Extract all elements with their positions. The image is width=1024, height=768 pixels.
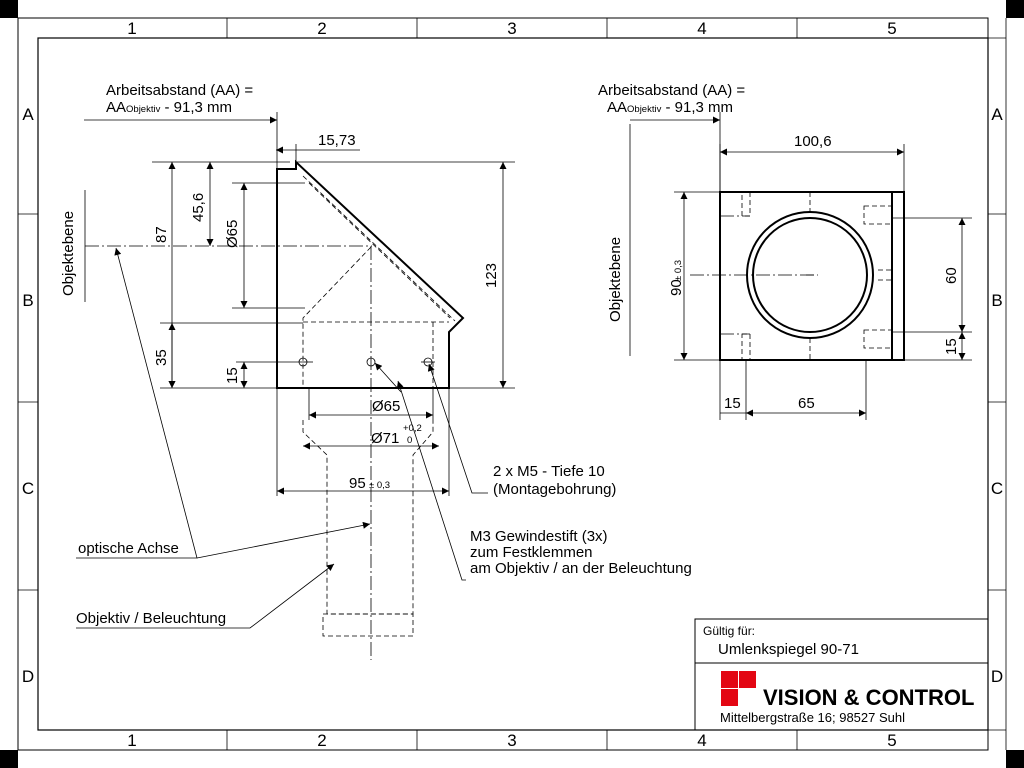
title-block: Gültig für: Umlenkspiegel 90-71 VISION &… xyxy=(694,618,989,731)
dim-15-bottom: 15 xyxy=(724,395,741,412)
dim-35: 35 xyxy=(153,349,170,366)
dim-65-bore: Ø65 xyxy=(372,398,400,415)
company-address: Mittelbergstraße 16; 98527 Suhl xyxy=(720,710,905,725)
working-distance-label: Arbeitsabstand (AA) = xyxy=(598,82,745,99)
valid-for-label: Gültig für: xyxy=(703,624,755,638)
working-distance-formula: AAObjektiv - 91,3 mm xyxy=(106,99,232,116)
row-label: D xyxy=(22,667,34,686)
dim-15-right: 15 xyxy=(943,338,960,355)
dim-45-6: 45,6 xyxy=(190,193,207,222)
column-label: 4 xyxy=(697,19,706,38)
callout-m5-line2: (Montagebohrung) xyxy=(493,481,616,498)
column-label: 1 xyxy=(127,731,136,750)
mirror-hidden-line xyxy=(302,175,456,322)
column-label: 5 xyxy=(887,731,896,750)
mirror-body-outline xyxy=(276,159,465,389)
row-label: A xyxy=(991,105,1003,124)
row-label: C xyxy=(22,479,34,498)
working-distance-formula: AAObjektiv - 91,3 mm xyxy=(607,99,733,116)
side-view: Arbeitsabstand (AA) = AAObjektiv - 91,3 … xyxy=(60,82,692,660)
dim-71-bore: Ø71 xyxy=(371,430,399,447)
lens-outline xyxy=(302,420,434,615)
dim-65-front: 65 xyxy=(798,395,815,412)
working-distance-label: Arbeitsabstand (AA) = xyxy=(106,82,253,99)
column-label: 2 xyxy=(317,19,326,38)
column-label: 3 xyxy=(507,19,516,38)
front-view: Arbeitsabstand (AA) = AAObjektiv - 91,3 … xyxy=(598,82,972,420)
dim-95-tol: ± 0,3 xyxy=(369,480,390,491)
callout-m3-line2: zum Festklemmen xyxy=(470,544,593,561)
column-label: 4 xyxy=(697,731,706,750)
column-label: 3 xyxy=(507,731,516,750)
dim-71-tol-upper: +0,2 xyxy=(403,423,422,434)
object-plane-label: Objektebene xyxy=(607,237,624,322)
callout-optical-axis: optische Achse xyxy=(78,540,179,557)
dim-60: 60 xyxy=(943,267,960,284)
dim-95: 95 xyxy=(349,475,366,492)
row-label: D xyxy=(991,667,1003,686)
callout-lens-illumination: Objektiv / Beleuchtung xyxy=(76,610,226,627)
callout-m5-line1: 2 x M5 - Tiefe 10 xyxy=(493,463,605,480)
dim-71-tol-lower: 0 xyxy=(407,435,412,446)
column-label: 1 xyxy=(127,19,136,38)
object-plane-label: Objektebene xyxy=(60,211,77,296)
dim-100-6: 100,6 xyxy=(794,133,832,150)
dim-90: 90 xyxy=(668,279,685,296)
row-label: B xyxy=(22,291,33,310)
callout-m3-line3: am Objektiv / an der Beleuchtung xyxy=(470,560,692,577)
column-label: 5 xyxy=(887,19,896,38)
dim-90-tol: ± 0,3 xyxy=(673,260,684,281)
dim-123: 123 xyxy=(483,263,500,288)
front-body-outline xyxy=(719,191,905,361)
column-label: 2 xyxy=(317,731,326,750)
company-logo xyxy=(721,671,756,706)
row-label: B xyxy=(991,291,1002,310)
product-name: Umlenkspiegel 90-71 xyxy=(718,641,859,658)
dim-15-side: 15 xyxy=(224,367,241,384)
row-label: C xyxy=(991,479,1003,498)
company-name: VISION & CONTROL xyxy=(763,685,974,710)
dim-15-73: 15,73 xyxy=(318,132,356,149)
callout-m3-line1: M3 Gewindestift (3x) xyxy=(470,528,608,545)
dim-87: 87 xyxy=(153,226,170,243)
dim-65-dia: Ø65 xyxy=(224,220,241,248)
row-label: A xyxy=(22,105,34,124)
